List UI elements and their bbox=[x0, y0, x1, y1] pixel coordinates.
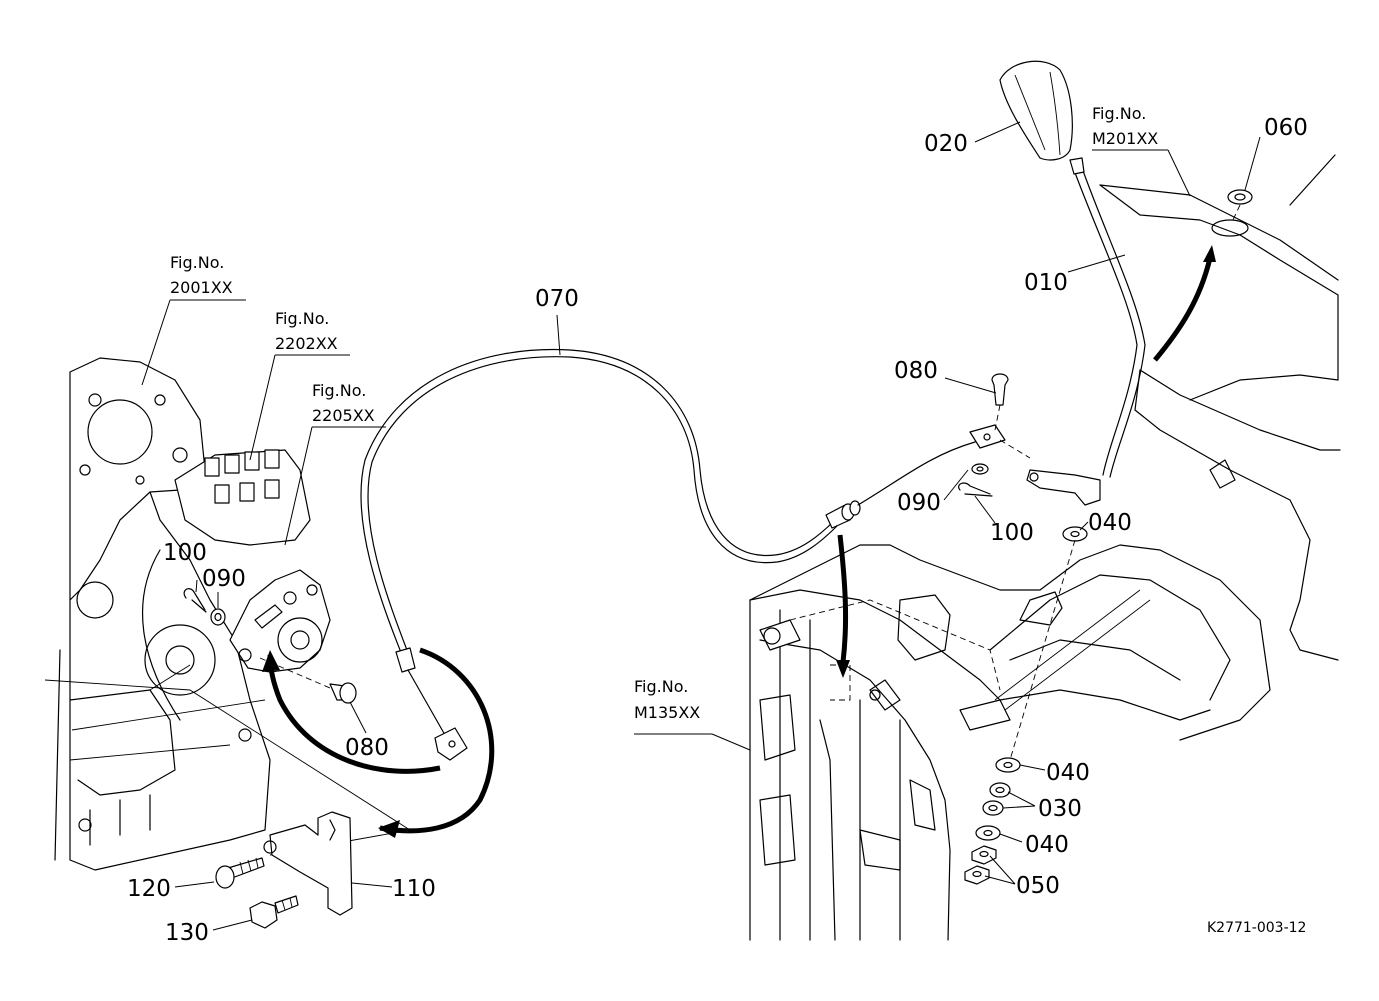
part-label-020: 020 bbox=[924, 131, 968, 157]
washer-right bbox=[971, 463, 989, 475]
pump-nozzles bbox=[204, 449, 280, 504]
part-label-130: 130 bbox=[165, 920, 209, 946]
part-label-100-left: 100 bbox=[163, 540, 207, 566]
shift-knob-020 bbox=[999, 60, 1073, 161]
figure-ref-2202: Fig.No. 2202XX bbox=[275, 309, 338, 353]
part-label-090-left: 090 bbox=[202, 566, 246, 592]
part-label-080-left: 080 bbox=[345, 735, 389, 761]
fig-ref-title: Fig.No. bbox=[312, 381, 366, 400]
cable-route-arrow bbox=[836, 534, 850, 678]
transmission-frame-drawing bbox=[749, 154, 1341, 941]
washer-stack bbox=[964, 526, 1088, 885]
fig-ref-title: Fig.No. bbox=[275, 309, 329, 328]
assembly-arrows-left bbox=[262, 647, 495, 838]
engine-block-drawing bbox=[44, 357, 412, 871]
figure-ref-2001: Fig.No. 2001XX bbox=[170, 253, 233, 297]
part-labels: 020 060 010 070 080 090 100 040 100 090 … bbox=[127, 115, 1308, 946]
part-label-040-low: 040 bbox=[1025, 832, 1069, 858]
leader-lines bbox=[141, 121, 1261, 931]
part-label-090-right: 090 bbox=[897, 490, 941, 516]
shift-cable-070 bbox=[360, 348, 976, 761]
figure-ref-m201: Fig.No. M201XX bbox=[1092, 104, 1158, 148]
part-label-120: 120 bbox=[127, 876, 171, 902]
part-label-070: 070 bbox=[535, 286, 579, 312]
washer-060 bbox=[1227, 189, 1253, 223]
fig-ref-code: 2205XX bbox=[312, 406, 375, 425]
shift-lever-010 bbox=[1026, 157, 1146, 506]
part-label-030: 030 bbox=[1038, 796, 1082, 822]
fig-ref-code: 2202XX bbox=[275, 334, 338, 353]
part-label-040-mid: 040 bbox=[1046, 760, 1090, 786]
pin-right bbox=[991, 373, 1009, 431]
part-label-040-top: 040 bbox=[1088, 510, 1132, 536]
fig-ref-code: M201XX bbox=[1092, 129, 1158, 148]
fig-ref-title: Fig.No. bbox=[170, 253, 224, 272]
part-label-100-right: 100 bbox=[990, 520, 1034, 546]
bolt-120 bbox=[215, 857, 265, 889]
fig-ref-code: 2001XX bbox=[170, 278, 233, 297]
bolt-130 bbox=[249, 895, 299, 929]
clevis-right bbox=[969, 424, 1031, 459]
drawing-code: K2771-003-12 bbox=[1207, 920, 1306, 936]
figure-ref-m135: Fig.No. M135XX bbox=[634, 677, 700, 722]
figure-ref-2205: Fig.No. 2205XX bbox=[312, 381, 375, 425]
fig-ref-title: Fig.No. bbox=[634, 677, 688, 696]
lever-route-arrow bbox=[1153, 245, 1216, 362]
part-label-110: 110 bbox=[392, 876, 436, 902]
clip-pin-right bbox=[958, 482, 993, 497]
part-label-060: 060 bbox=[1264, 115, 1308, 141]
fig-ref-code: M135XX bbox=[634, 703, 700, 722]
bracket-110 bbox=[263, 811, 353, 916]
pin-left bbox=[259, 657, 357, 704]
fig-ref-title: Fig.No. bbox=[1092, 104, 1146, 123]
part-label-080-right: 080 bbox=[894, 358, 938, 384]
washer-left bbox=[210, 608, 226, 626]
clip-pin-left bbox=[183, 588, 207, 613]
part-label-050: 050 bbox=[1016, 873, 1060, 899]
part-label-010: 010 bbox=[1024, 270, 1068, 296]
